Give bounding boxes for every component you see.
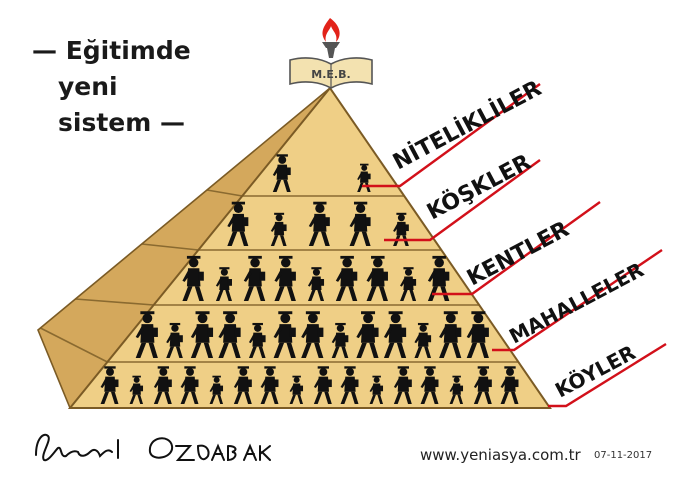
tier-side-line [141, 243, 199, 251]
pyramid-outline [67, 86, 552, 409]
book-label: M.E.B. [311, 68, 350, 81]
publish-date: 07-11-2017 [594, 450, 653, 461]
pyramid-main-face [70, 88, 550, 408]
student-figure [366, 255, 388, 301]
student-figure [273, 311, 296, 358]
student-figure [439, 311, 462, 358]
torch-icon [322, 42, 340, 58]
student-figure [129, 375, 144, 404]
title-line-3: sistem — [58, 108, 185, 137]
student-figure [400, 267, 417, 301]
student-figure [357, 163, 371, 192]
pyramid [37, 86, 552, 409]
student-figure [466, 311, 489, 358]
student-figure [331, 322, 349, 358]
student-figure [260, 366, 279, 404]
tier-label: MAHALLELER [505, 257, 647, 348]
student-figure [218, 311, 241, 358]
pyramid-left-outline [37, 87, 331, 409]
student-figure [335, 255, 358, 301]
tier-side-line [206, 189, 243, 197]
tier-separators [40, 189, 519, 363]
pointer-line [432, 201, 601, 296]
student-figure [190, 311, 214, 358]
artist-signature [35, 433, 271, 462]
title-line-1: — Eğitimde [32, 36, 191, 65]
student-figure [248, 322, 266, 358]
student-figure [308, 201, 330, 246]
student-figure [313, 366, 332, 404]
pointer-line [362, 83, 541, 188]
title-line-2: yeni [58, 72, 118, 101]
student-figure [182, 255, 204, 301]
student-figure [349, 201, 371, 246]
student-figure [307, 267, 325, 301]
student-figure [383, 311, 407, 358]
student-figure [289, 375, 304, 404]
student-figure [215, 267, 232, 301]
tier-label: KÖŞKLER [423, 149, 536, 225]
tier-side-line [75, 298, 154, 306]
student-figure [500, 366, 519, 404]
student-figure [473, 366, 492, 404]
student-figure [153, 366, 172, 404]
student-figure [369, 375, 384, 404]
student-figure [227, 201, 249, 246]
pointer-line [492, 249, 663, 352]
student-figure [100, 366, 119, 404]
website-url: www.yeniasya.com.tr [420, 446, 581, 464]
student-figure [393, 366, 412, 404]
student-figure [166, 322, 183, 358]
student-figure [180, 366, 199, 404]
student-figure [233, 366, 252, 404]
student-figure [272, 154, 291, 192]
meb-emblem: M.E.B. [289, 18, 373, 89]
pointer-line [548, 342, 667, 408]
student-figure [301, 311, 324, 358]
student-figure [209, 375, 224, 404]
pointer-line [384, 159, 541, 242]
torch-flame-icon [322, 18, 340, 42]
tier-label: KÖYLER [551, 340, 639, 402]
student-figure [420, 366, 439, 404]
student-figure [243, 255, 266, 301]
student-figure [356, 311, 379, 358]
tier-side-line [40, 327, 108, 363]
student-figure [414, 322, 432, 358]
student-figure [449, 375, 464, 404]
student-figure [135, 311, 158, 358]
student-figure [270, 212, 287, 246]
student-figure [340, 366, 359, 404]
student-figure [274, 255, 296, 301]
tier-label: KENTLER [463, 217, 573, 291]
